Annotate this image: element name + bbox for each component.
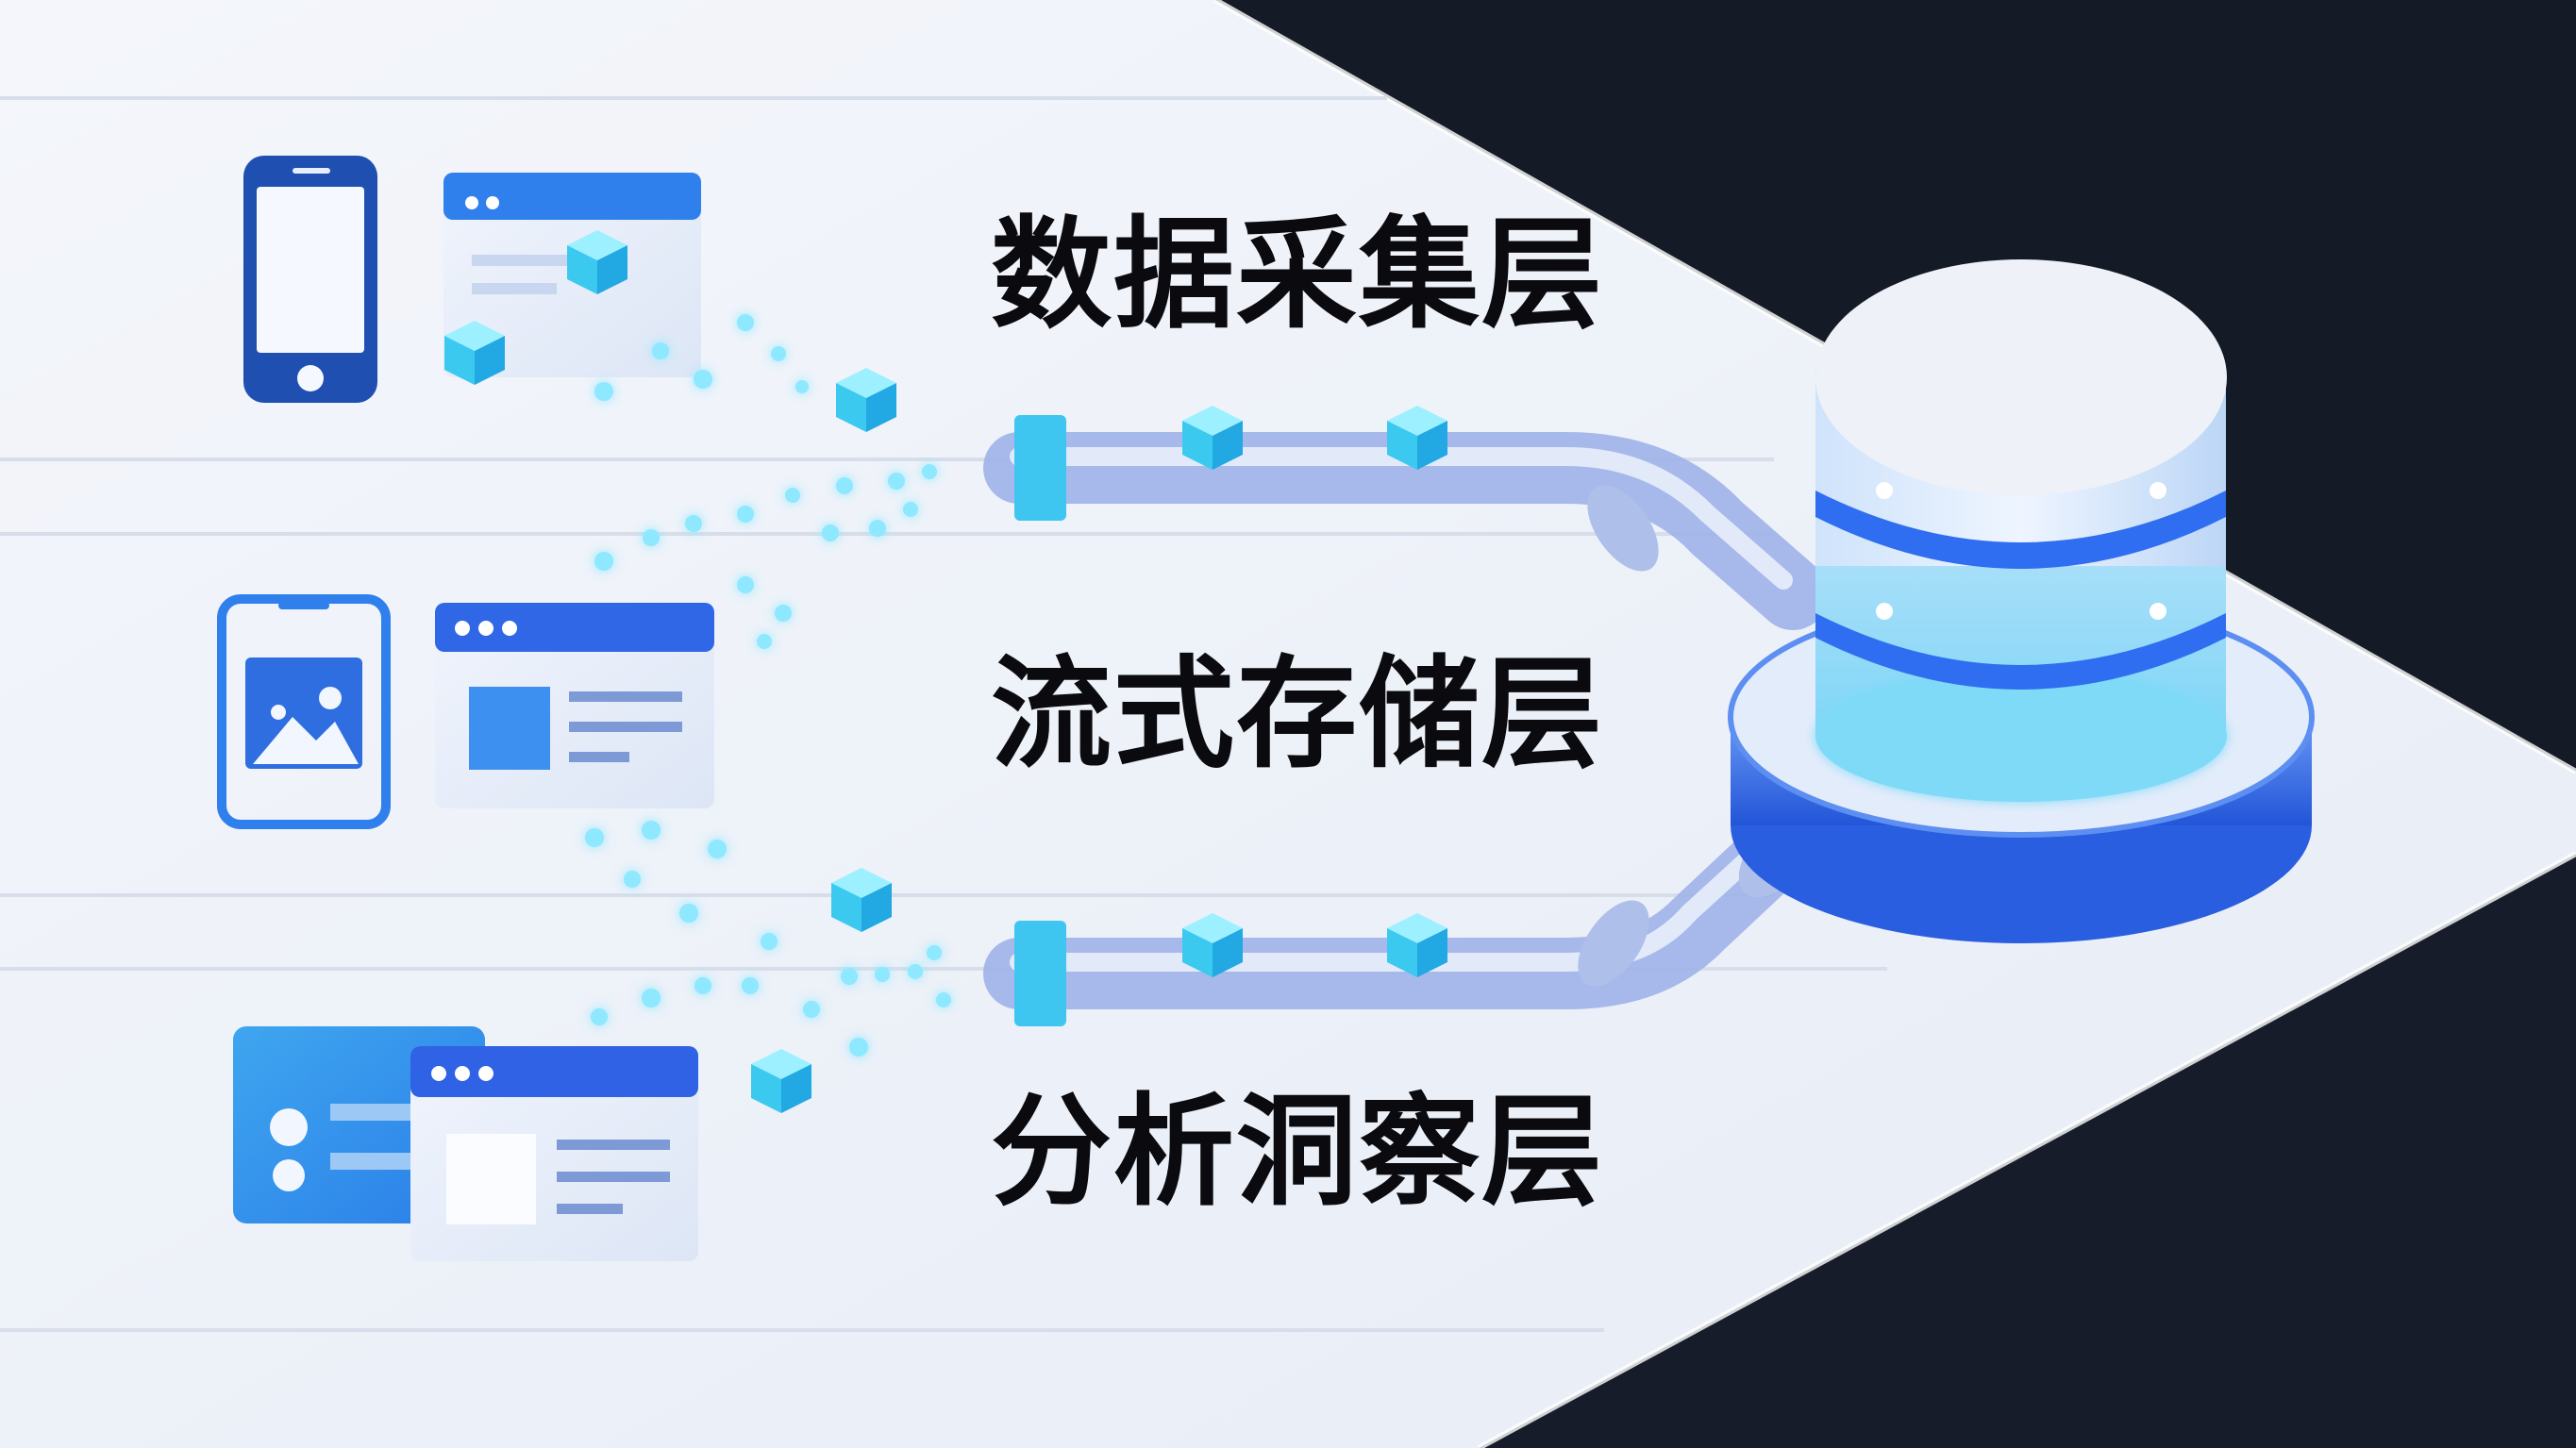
layer-label-storage: 流式存储层 bbox=[991, 644, 1605, 785]
tablet-image-icon bbox=[217, 594, 391, 829]
smartphone-icon bbox=[243, 156, 377, 403]
dashboard-cards-icon bbox=[233, 1026, 698, 1261]
database-icon bbox=[1728, 259, 2315, 943]
ingest-pipe bbox=[983, 415, 1829, 630]
browser-content-icon bbox=[435, 603, 714, 808]
data-particles bbox=[585, 314, 951, 1057]
layer-label-analysis: 分析洞察层 bbox=[991, 1082, 1605, 1223]
layer-label-collection: 数据采集层 bbox=[991, 205, 1605, 345]
insight-pipe bbox=[983, 809, 1819, 1026]
